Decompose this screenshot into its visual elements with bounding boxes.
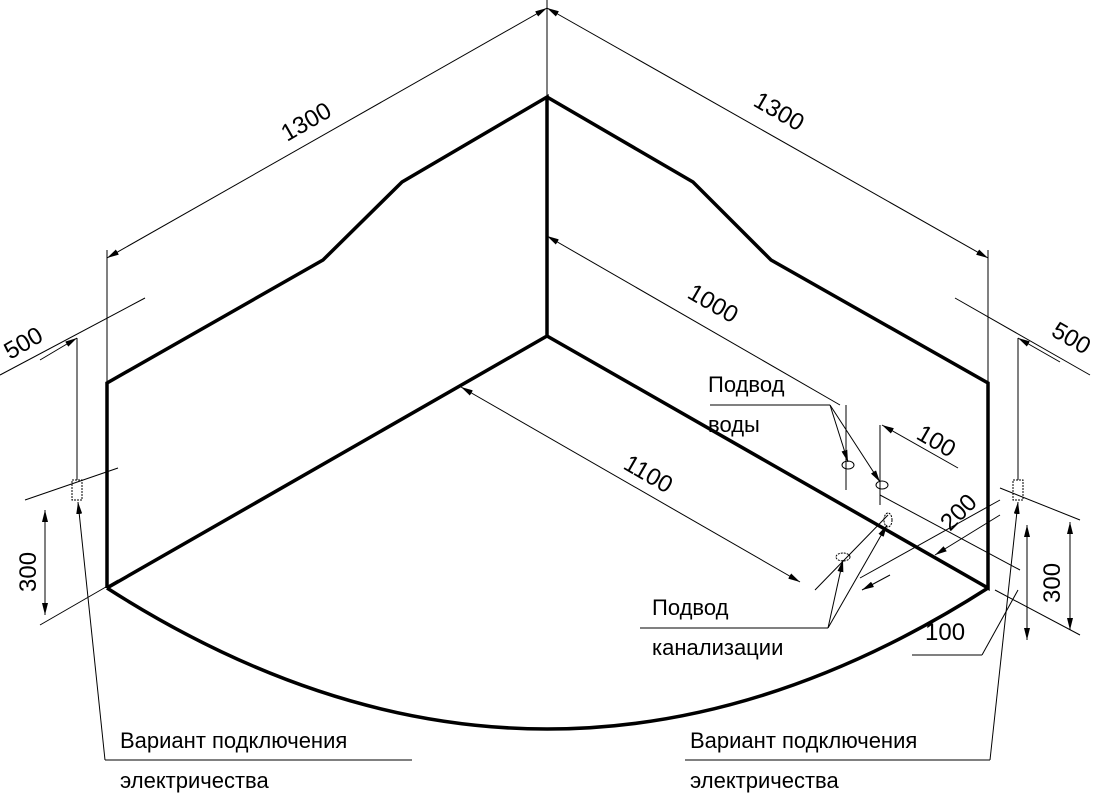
electric-left-label-line1: Вариант подключения — [120, 728, 347, 753]
dim-line-500-left — [39, 337, 78, 361]
drain-label-line2: канализации — [652, 635, 783, 660]
callout-labels: Подвод воды Подвод канализации Вариант п… — [120, 372, 917, 793]
dim-1000: 1000 — [683, 279, 743, 329]
dim-100-water: 100 — [912, 420, 960, 463]
left-wall-outline — [105, 93, 549, 590]
electric-socket-right-icon — [1012, 479, 1024, 501]
dim-300-right: 300 — [1039, 563, 1066, 603]
leader-lines — [76, 404, 1020, 761]
water-label-line1: Подвод — [708, 372, 785, 397]
dim-1100: 1100 — [619, 450, 677, 499]
drain-outlet-2-icon — [883, 512, 893, 528]
bathtub-outline — [105, 93, 990, 731]
dim-500-right: 500 — [1047, 317, 1095, 360]
water-label-line2: воды — [708, 412, 760, 437]
dim-300-left: 300 — [15, 552, 42, 592]
dim-1300-right: 1300 — [749, 87, 809, 137]
electric-left-label-line2: электричества — [120, 768, 270, 793]
dim-1300-left: 1300 — [277, 97, 337, 147]
drain-outlet-1-icon — [835, 552, 851, 562]
water-inlet-1-icon — [841, 460, 855, 470]
extension-lines — [0, 0, 1091, 636]
dim-line-200-drain — [934, 514, 1001, 556]
dim-500-left: 500 — [0, 322, 48, 365]
dim-line-1300-left — [106, 7, 548, 259]
front-arc — [106, 586, 989, 731]
dim-line-100-water — [881, 424, 959, 469]
dim-line-1300-right — [546, 7, 989, 259]
water-inlet-2-icon — [875, 480, 889, 490]
dim-line-500-right — [1017, 337, 1061, 363]
electric-right-label-line2: электричества — [690, 768, 840, 793]
dim-line-100-drain — [861, 574, 891, 591]
dim-100-drain: 100 — [925, 619, 965, 646]
electric-right-label-line1: Вариант подключения — [690, 728, 917, 753]
dim-line-1100 — [460, 386, 801, 583]
electric-socket-left-icon — [71, 479, 83, 501]
dimension-lines — [39, 7, 1073, 640]
dim-200-drain: 200 — [935, 489, 982, 536]
right-wall-outline — [546, 95, 990, 592]
drain-label-line1: Подвод — [652, 595, 729, 620]
dim-line-1000 — [546, 235, 841, 406]
